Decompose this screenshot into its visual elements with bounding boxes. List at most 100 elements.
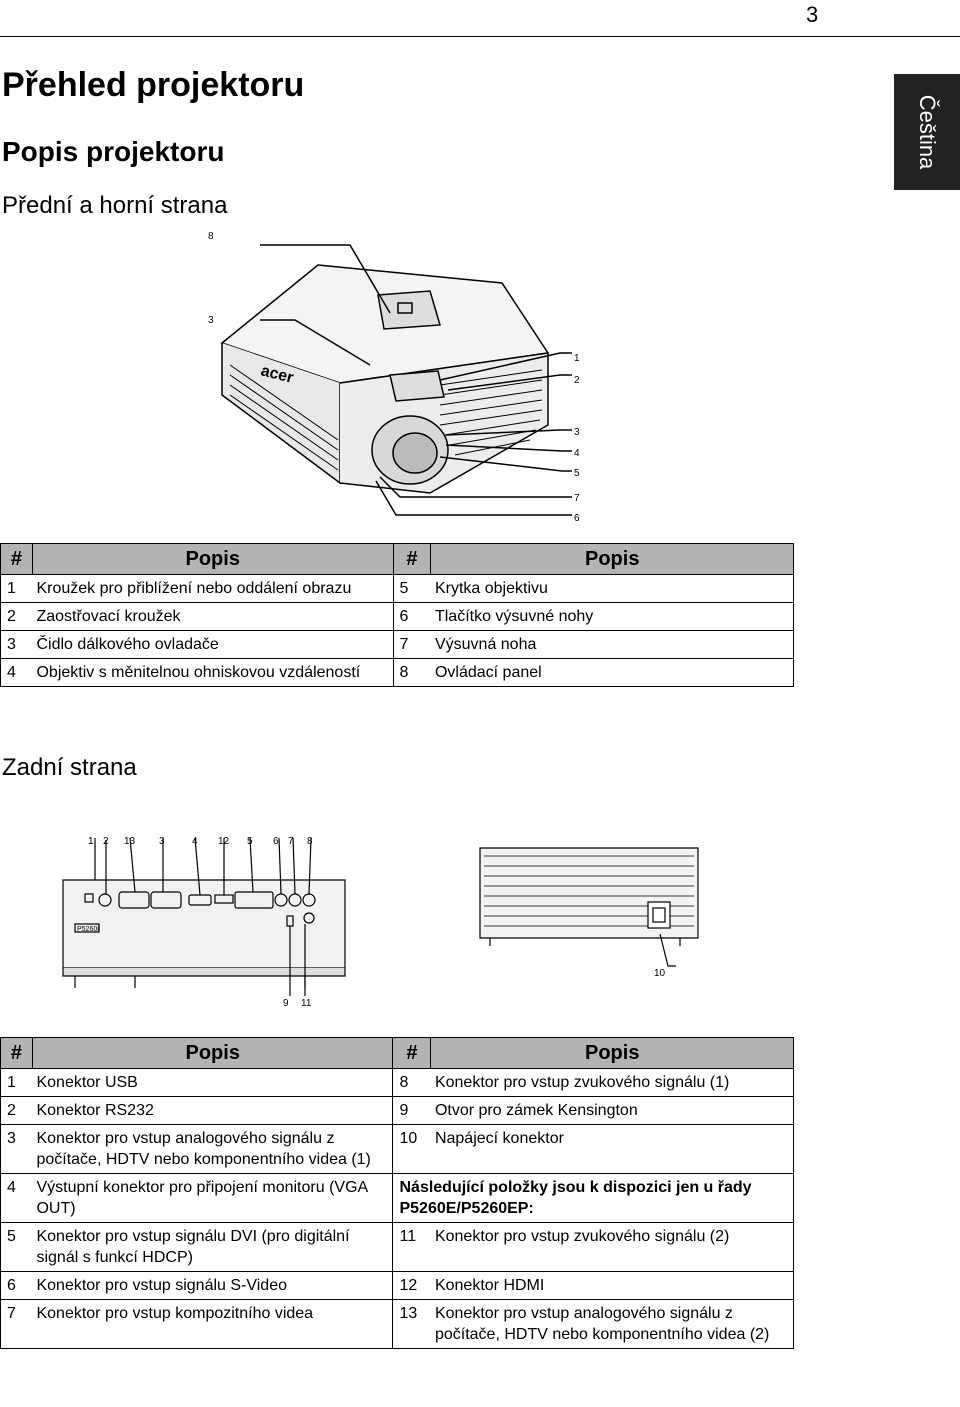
page-number: 3 [806,2,819,27]
item-description: Výstupní konektor pro připojení monitoru… [32,1173,394,1223]
item-number: 2 [0,602,33,631]
model-label: P5260i [77,926,99,933]
table-row: 4 Objektiv s měnitelnou ohniskovou vzdál… [0,658,794,687]
front-callout: 7 [574,493,580,504]
rear-callout: 5 [247,836,253,847]
front-callout: 8 [208,231,214,242]
item-number: 7 [392,630,431,659]
front-callout: 3 [208,315,214,326]
item-description: Konektor RS232 [32,1096,394,1125]
projector-rear-power-illustration: 10 [479,847,699,979]
table-header-row: # Popis # Popis [0,543,794,575]
header-description: Popis [430,543,794,575]
table-row: 3 Konektor pro vstup analogového signálu… [0,1124,794,1174]
rear-callout: 3 [159,836,165,847]
rear-callout: 7 [288,836,294,847]
item-number: 5 [392,574,431,603]
table-row: 1 Konektor USB 8 Konektor pro vstup zvuk… [0,1068,794,1097]
item-description: Napájecí konektor [430,1124,794,1174]
header-description: Popis [31,543,394,575]
table-row: 2 Konektor RS232 9 Otvor pro zámek Kensi… [0,1096,794,1125]
item-description: Konektor pro vstup zvukového signálu (2) [430,1222,794,1272]
language-tab: Čeština [894,74,960,190]
rear-callout: 2 [103,836,109,847]
front-callout: 5 [574,468,580,479]
front-callout: 3 [574,427,580,438]
item-number: 6 [0,1271,33,1300]
front-parts-table: # Popis # Popis 1 Kroužek pro přiblížení… [0,543,794,687]
item-number: 8 [392,658,431,687]
item-description: Konektor USB [32,1068,394,1097]
item-number: 6 [392,602,431,631]
item-description: Kroužek pro přiblížení nebo oddálení obr… [32,574,394,603]
item-number: 3 [0,1124,33,1174]
table-row: 6 Konektor pro vstup signálu S-Video 12 … [0,1271,794,1300]
rear-callout: 10 [654,968,666,979]
rear-callout: 9 [283,998,289,1009]
header-description: Popis [430,1037,794,1069]
item-number: 13 [392,1299,431,1349]
item-number: 10 [392,1124,431,1174]
table-row: 5 Konektor pro vstup signálu DVI (pro di… [0,1222,794,1272]
item-description: Ovládací panel [430,658,794,687]
item-description: Konektor pro vstup zvukového signálu (1) [430,1068,794,1097]
rear-callout: 1 [88,836,94,847]
table-row: 4 Výstupní konektor pro připojení monito… [0,1173,794,1223]
item-description: Zaostřovací kroužek [32,602,394,631]
header-number: # [0,543,33,575]
front-callout: 1 [574,353,580,364]
page-title: Přehled projektoru [2,66,305,104]
rear-callout: 6 [273,836,279,847]
item-description: Konektor pro vstup analogového signálu z… [32,1124,394,1174]
item-number: 1 [0,1068,33,1097]
rear-callout: 8 [307,836,313,847]
header-number: # [0,1037,33,1069]
rear-callout: 12 [218,836,230,847]
page-subtitle: Popis projektoru [2,136,225,167]
header-number: # [392,1037,432,1069]
header-number: # [392,543,432,575]
item-number: 11 [392,1222,431,1272]
rear-section-heading: Zadní strana [2,754,137,781]
header-description: Popis [31,1037,394,1069]
item-number: 3 [0,630,33,659]
rear-callout: 13 [124,836,136,847]
language-tab-label: Čeština [915,94,940,170]
item-number: 2 [0,1096,33,1125]
item-number: 12 [392,1271,431,1300]
front-section-heading: Přední a horní strana [2,192,228,219]
item-number: 1 [0,574,33,603]
item-number: 9 [392,1096,431,1125]
top-rule [0,36,960,37]
table-header-row: # Popis # Popis [0,1037,794,1069]
item-number: 4 [0,658,33,687]
item-description: Výsuvná noha [430,630,794,659]
rear-parts-table: # Popis # Popis 1 Konektor USB 8 Konekto… [0,1037,794,1349]
table-row: 3 Čidlo dálkového ovladače 7 Výsuvná noh… [0,630,794,659]
projector-rear-connectors-illustration: P5260i 1 2 13 3 4 12 5 6 7 8 9 11 [62,836,346,1009]
front-callout: 2 [574,375,580,386]
item-description: Objektiv s měnitelnou ohniskovou vzdálen… [32,658,394,687]
projector-front-illustration: acer 8 3 1 2 3 4 5 7 6 [208,231,580,524]
table-row: 2 Zaostřovací kroužek 6 Tlačítko výsuvné… [0,602,794,631]
item-description: Konektor pro vstup signálu DVI (pro digi… [32,1222,394,1272]
rear-callout: 4 [192,836,198,847]
item-description: Tlačítko výsuvné nohy [430,602,794,631]
availability-note: Následující položky jsou k dispozici jen… [392,1173,794,1223]
item-description: Konektor pro vstup signálu S-Video [32,1271,394,1300]
item-description: Konektor pro vstup kompozitního videa [32,1299,394,1349]
item-number: 4 [0,1173,33,1223]
item-description: Otvor pro zámek Kensington [430,1096,794,1125]
table-row: 7 Konektor pro vstup kompozitního videa … [0,1299,794,1349]
front-callout: 4 [574,448,580,459]
item-number: 7 [0,1299,33,1349]
item-number: 5 [0,1222,33,1272]
item-description: Krytka objektivu [430,574,794,603]
front-callout: 6 [574,513,580,524]
rear-callout: 11 [301,998,312,1009]
item-number: 8 [392,1068,431,1097]
table-row: 1 Kroužek pro přiblížení nebo oddálení o… [0,574,794,603]
item-description: Konektor HDMI [430,1271,794,1300]
item-description: Konektor pro vstup analogového signálu z… [430,1299,794,1349]
item-description: Čidlo dálkového ovladače [32,630,394,659]
